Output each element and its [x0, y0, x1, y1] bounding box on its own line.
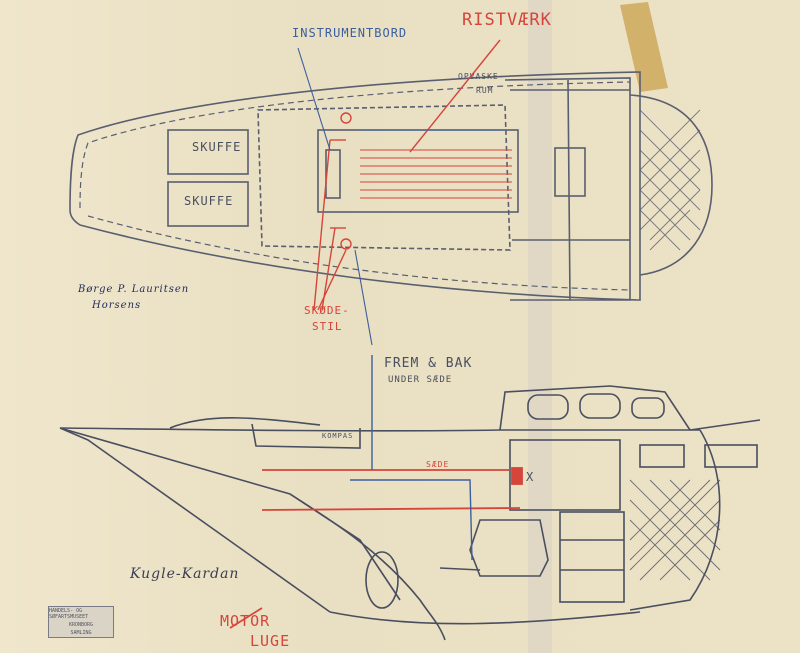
locker — [509, 439, 621, 511]
plan-blue-marks — [297, 47, 505, 346]
skodestil-label-line2: STIL — [312, 320, 343, 333]
stamp-line1: HANDELS- OG SØFARTSMUSEET — [49, 608, 89, 620]
instrument-panel — [325, 149, 341, 199]
instrumentbord-label: INSTRUMENTBORD — [292, 26, 408, 40]
kompas-box — [251, 423, 361, 449]
stamp-line3: SAMLING — [70, 630, 92, 636]
stamp-line2: KRONBORG — [68, 622, 94, 628]
window-1 — [527, 394, 569, 420]
skuffe-upper-label: SKUFFE — [192, 140, 242, 154]
opvask-label-line1: OPVASKE- — [458, 72, 505, 81]
engine — [469, 519, 549, 577]
skuffe-box-upper — [167, 129, 249, 175]
museum-stamp: HANDELS- OG SØFARTSMUSEET KRONBORG SAMLI… — [48, 606, 114, 638]
ristvaerk-slats — [360, 149, 512, 199]
plan-deck-line — [79, 81, 631, 209]
shaft — [439, 567, 481, 571]
bottom-line — [329, 611, 641, 625]
motor-hatch — [365, 551, 399, 609]
luge-label: LUGE — [250, 632, 291, 650]
paper-fold — [528, 0, 552, 653]
bow-locker — [639, 444, 685, 468]
tape-strip — [620, 2, 668, 92]
plan-deck-line-lower — [87, 215, 631, 291]
plan-hull — [69, 71, 641, 301]
side-sheer — [59, 427, 700, 432]
side-crosshatch — [629, 479, 721, 581]
ristvaerk-label: RISTVÆRK — [462, 10, 552, 30]
bow-locker-2 — [704, 444, 758, 468]
kugle-kardan-label: Kugle-Kardan — [130, 566, 240, 582]
skuffe-lower-label: SKUFFE — [184, 194, 234, 208]
frem-bak-label: FREM & BAK — [384, 356, 473, 371]
side-blue-lines — [350, 355, 473, 561]
locker-stack — [559, 511, 625, 603]
plan-view — [69, 71, 713, 301]
skodestil-label-line1: SKØDE- — [304, 304, 350, 317]
signature-name: Børge P. Lauritsen — [78, 284, 190, 295]
side-view — [59, 385, 761, 641]
bow-curve — [629, 94, 713, 276]
cabin-line — [567, 79, 571, 301]
signature-place: Horsens — [92, 300, 142, 311]
skuffe-box-lower — [167, 181, 249, 227]
x-mark: X — [526, 470, 535, 484]
bow-profile — [629, 429, 721, 611]
hatch — [554, 147, 586, 197]
plan-crosshatch — [639, 109, 701, 251]
coaming — [169, 417, 321, 429]
side-stem — [59, 427, 331, 613]
under-sede-label: UNDER SÆDE — [388, 375, 453, 385]
kompas-label: KOMPAS — [322, 432, 354, 440]
motor-label: MOTOR — [220, 612, 271, 630]
opvask-label-line2: RUM — [476, 86, 494, 95]
cockpit-outline — [257, 104, 511, 251]
plan-red-marks — [313, 39, 501, 311]
window-3 — [631, 397, 665, 419]
saede-label: SÆDE — [426, 460, 450, 469]
cabin-side — [499, 385, 691, 431]
side-red-lines — [229, 467, 523, 629]
window-2 — [579, 393, 621, 419]
